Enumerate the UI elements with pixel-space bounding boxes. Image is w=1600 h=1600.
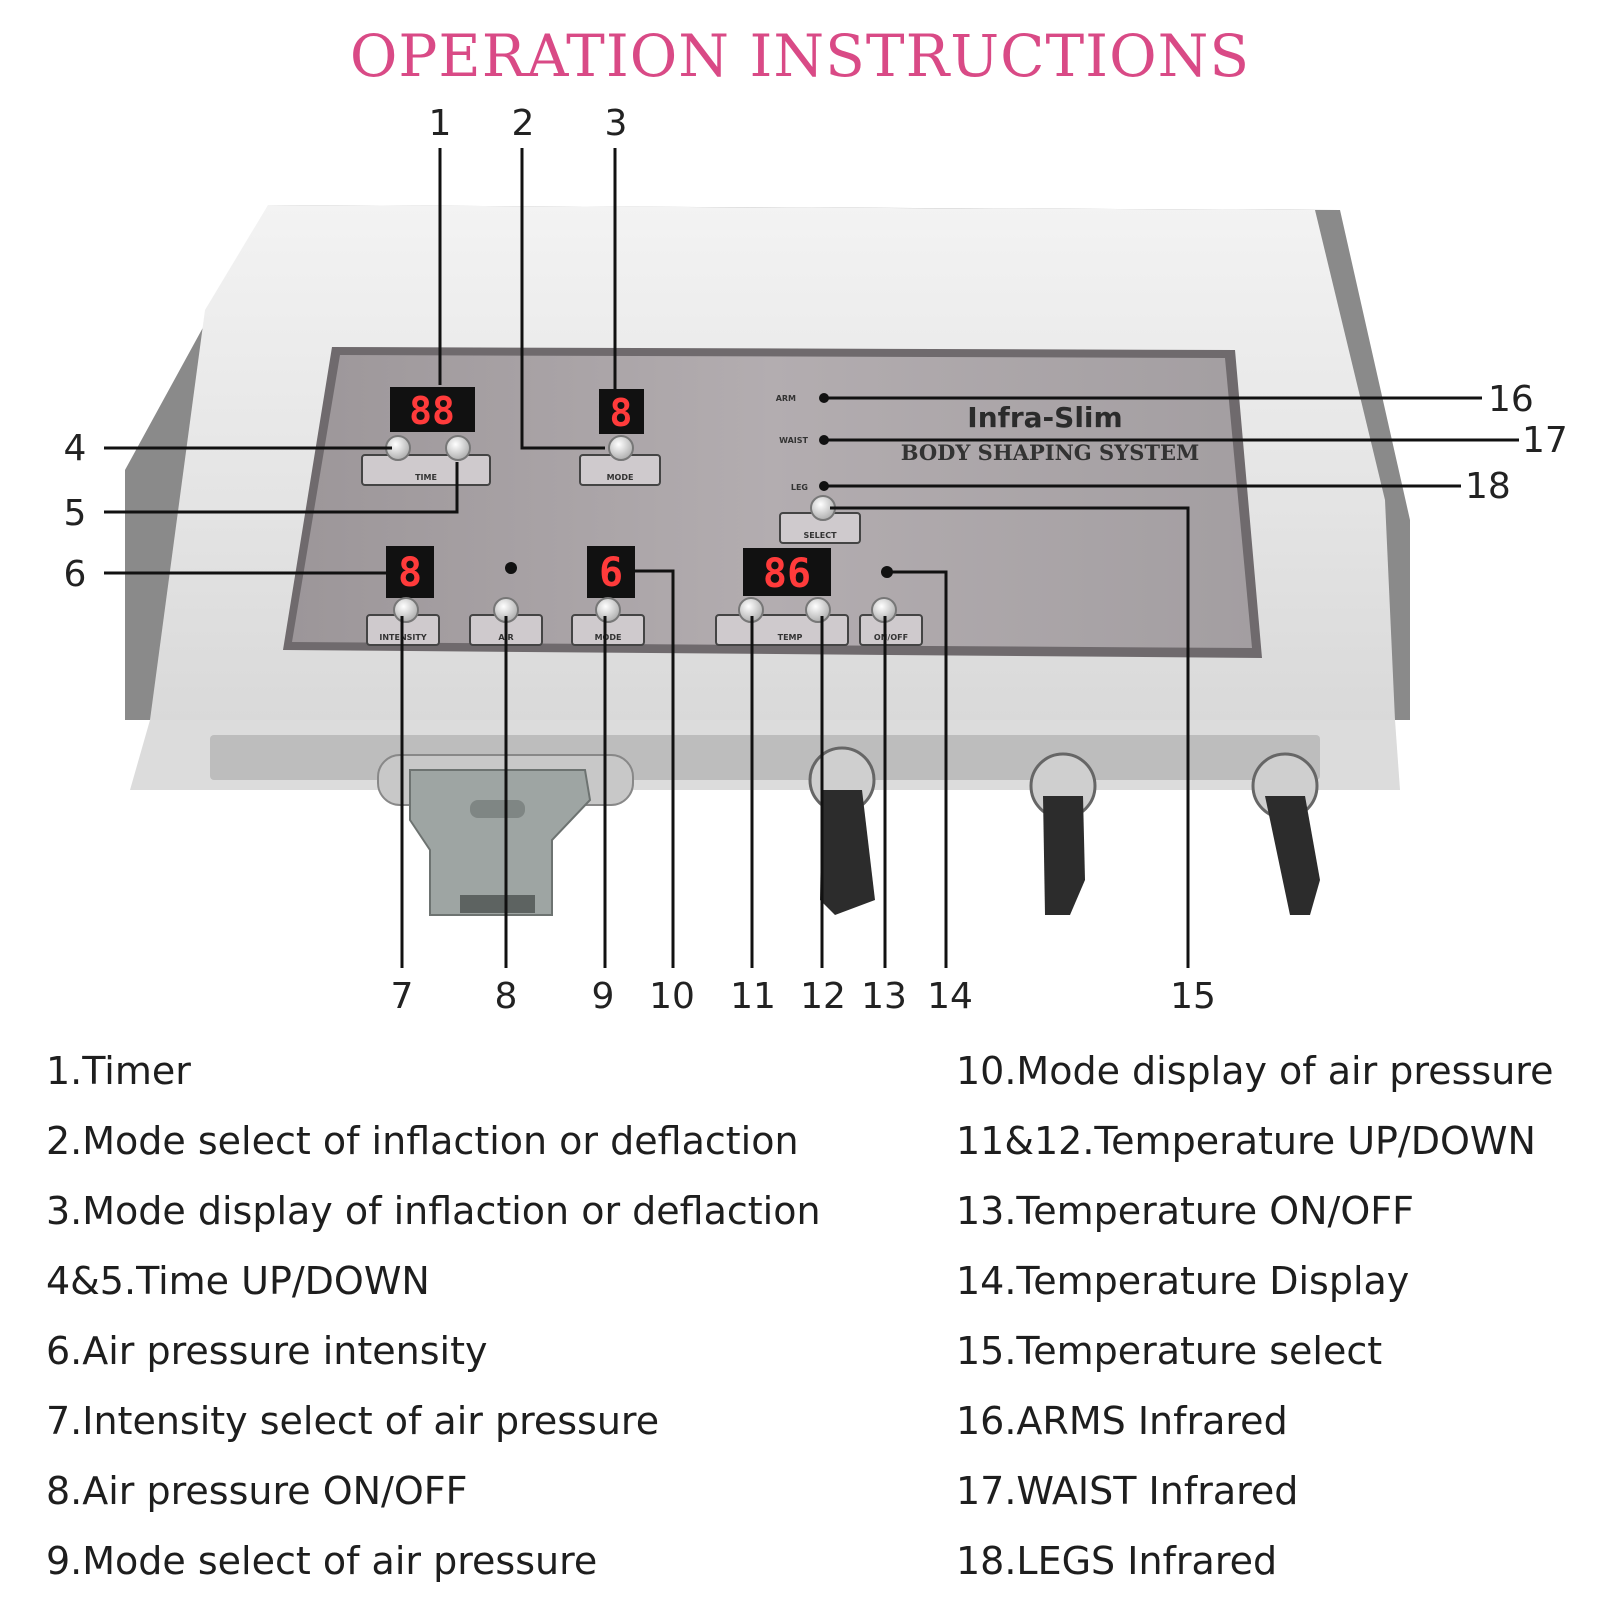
callout-17: 17	[1522, 420, 1568, 461]
legend-item: 14.Temperature Display	[956, 1259, 1410, 1303]
time-down-button[interactable]	[445, 435, 471, 461]
callout-13: 13	[861, 976, 907, 1010]
svg-text:TIME: TIME	[415, 473, 437, 482]
callout-7: 7	[391, 976, 414, 1010]
page-title: OPERATION INSTRUCTIONS	[349, 22, 1251, 90]
svg-text:8: 8	[398, 550, 422, 596]
temperature-down-button[interactable]	[805, 597, 831, 623]
callout-10: 10	[649, 976, 695, 1010]
legend-item: 11&12.Temperature UP/DOWN	[956, 1119, 1536, 1163]
callout-12: 12	[800, 976, 846, 1010]
legend-item: 2.Mode select of inflaction or deflactio…	[46, 1119, 799, 1163]
callout-lines	[104, 148, 1519, 968]
callout-1: 1	[429, 103, 452, 144]
legend-left: 1.Timer 2.Mode select of inflaction or d…	[46, 1036, 821, 1596]
intensity-select-button[interactable]	[393, 597, 419, 623]
callout-16: 16	[1488, 379, 1534, 420]
svg-text:6: 6	[599, 550, 623, 596]
svg-text:88: 88	[409, 389, 455, 433]
arm-indicator-label: ARM	[776, 394, 796, 403]
timer-display: 88	[390, 387, 475, 433]
callout-3: 3	[605, 103, 628, 144]
legend-item: 6.Air pressure intensity	[46, 1329, 488, 1373]
control-panel	[283, 347, 1262, 658]
legend-item: 17.WAIST Infrared	[956, 1469, 1299, 1513]
callout-4: 4	[64, 428, 87, 469]
mode-select-button[interactable]	[608, 435, 634, 461]
legend-item: 16.ARMS Infrared	[956, 1399, 1288, 1443]
svg-text:MODE: MODE	[607, 473, 634, 482]
callout-9: 9	[592, 976, 615, 1010]
temp-indicator-light	[881, 566, 893, 578]
waist-indicator-light	[819, 435, 829, 445]
temperature-display: 86	[743, 548, 831, 597]
mode-display: 8	[599, 389, 644, 435]
legend-item: 1.Timer	[46, 1049, 191, 1093]
legend-item: 15.Temperature select	[956, 1329, 1383, 1373]
svg-text:TEMP: TEMP	[778, 633, 803, 642]
air-mode-display: 6	[587, 546, 635, 598]
leg-indicator-light	[819, 481, 829, 491]
svg-text:86: 86	[763, 551, 811, 597]
brand-subtitle: BODY SHAPING SYSTEM	[901, 440, 1200, 465]
arm-indicator-light	[819, 393, 829, 403]
brand-name: Infra-Slim	[967, 401, 1122, 434]
legend-item: 18.LEGS Infrared	[956, 1539, 1278, 1583]
svg-text:SELECT: SELECT	[803, 531, 837, 540]
waist-indicator-label: WAIST	[779, 436, 808, 445]
legend-item: 9.Mode select of air pressure	[46, 1539, 598, 1583]
leg-indicator-label: LEG	[791, 483, 808, 492]
legend-item: 7.Intensity select of air pressure	[46, 1399, 660, 1443]
callout-18: 18	[1465, 466, 1511, 507]
callout-2: 2	[512, 103, 535, 144]
svg-text:8: 8	[610, 391, 633, 435]
legend-right: 10.Mode display of air pressure 11&12.Te…	[956, 1036, 1553, 1596]
legend-item: 13.Temperature ON/OFF	[956, 1189, 1414, 1233]
legend-item: 10.Mode display of air pressure	[956, 1049, 1554, 1093]
callout-numbers: 1 2 3 4 5 6 7 8 9 10 11 12 13 14 15 16 1…	[64, 103, 1568, 1010]
svg-text:ON/OFF: ON/OFF	[874, 633, 908, 642]
air-indicator-light	[505, 562, 517, 574]
svg-text:MODE: MODE	[595, 633, 622, 642]
legend-item: 4&5.Time UP/DOWN	[46, 1259, 430, 1303]
callout-8: 8	[495, 976, 518, 1010]
pressure-intensity-display: 8	[386, 546, 434, 598]
device-diagram: 88 8 8 6 86 Infra-Slim BODY SHAPING SYST…	[64, 103, 1568, 1010]
callout-6: 6	[64, 554, 87, 595]
callout-11: 11	[730, 976, 776, 1010]
legend-item: 8.Air pressure ON/OFF	[46, 1469, 468, 1513]
callout-5: 5	[64, 493, 87, 534]
legend-item: 3.Mode display of inflaction or deflacti…	[46, 1189, 821, 1233]
air-mode-select-button[interactable]	[595, 597, 621, 623]
callout-14: 14	[927, 976, 973, 1010]
callout-15: 15	[1170, 976, 1216, 1010]
